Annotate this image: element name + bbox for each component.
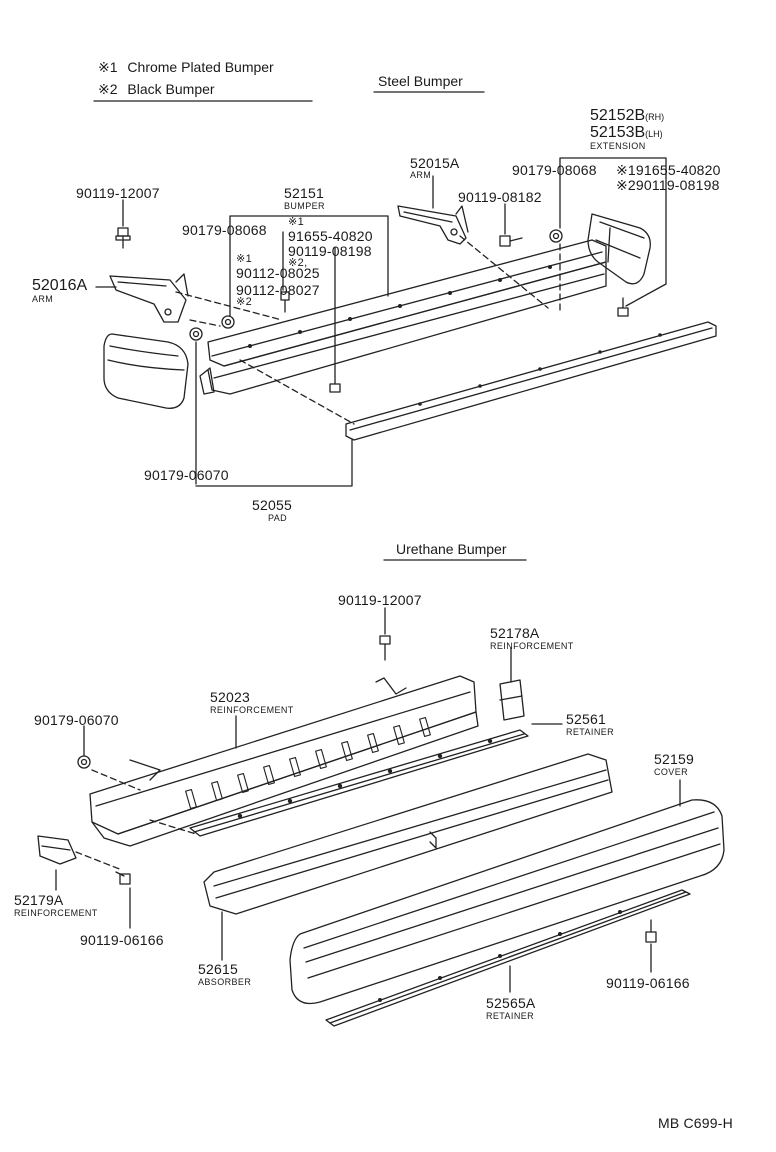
urethane-absorber-52615 (203, 753, 613, 915)
label-mark1b: ※1 (236, 253, 253, 265)
urethane-bumper-heading: Urethane Bumper (396, 541, 507, 557)
urethane-bolt-90119-12007 (379, 635, 391, 661)
steel-bolt-90119-12007 (115, 227, 131, 249)
label-90119-06166-right: 90119-06166 (606, 975, 690, 991)
label-90119-06166-left: 90119-06166 (80, 932, 164, 948)
legend-text-2: Black Bumper (127, 81, 215, 97)
steel-bumper-bar (199, 239, 607, 395)
label-52023: 52023 (210, 689, 250, 705)
label-91655-40820-b: ※191655-40820 (616, 162, 721, 178)
label-90179-08068-left: 90179-08068 (182, 222, 267, 238)
steel-pad (345, 321, 717, 441)
label-52615-name: ABSORBER (198, 977, 252, 987)
urethane-bolt-90119-06166-left (115, 871, 131, 885)
label-90119-08198: 90119-08198 (288, 243, 372, 259)
label-52016A: 52016A (32, 277, 88, 294)
steel-nut-left (189, 327, 203, 341)
steel-bolt-right (617, 297, 629, 317)
label-90112-08025: 90112-08025 (236, 265, 320, 281)
urethane-retainer-52565A (325, 889, 691, 1027)
label-extension-name: EXTENSION (590, 141, 646, 151)
label-52152B-number: 52152B (590, 107, 646, 124)
label-52561: 52561 (566, 711, 606, 727)
label-52153B-side: (LH) (645, 129, 663, 139)
label-90119-08182: 90119-08182 (458, 189, 542, 205)
legend-mark-2: ※2 (98, 81, 118, 97)
figure-code: MB C699-H (658, 1115, 733, 1131)
steel-nut-90179-08068-right (549, 229, 563, 243)
label-52015A: 52015A (410, 155, 460, 171)
label-52159-name: COVER (654, 767, 689, 777)
label-52015A-name: ARM (410, 170, 432, 180)
steel-bolt-90119-08182 (499, 235, 523, 247)
label-90119-08198-b: ※290119-08198 (616, 177, 720, 193)
legend-text-1: Chrome Plated Bumper (127, 59, 274, 75)
label-52178A-name: REINFORCEMENT (490, 641, 574, 651)
label-90119-12007-urethane: 90119-12007 (338, 592, 422, 608)
steel-bolt-90112 (280, 291, 290, 313)
label-52615: 52615 (198, 961, 238, 977)
label-52178A: 52178A (490, 625, 540, 641)
label-52159: 52159 (654, 751, 694, 767)
urethane-retainer-52561 (189, 729, 529, 837)
label-52153B: 52153B(LH) (590, 125, 663, 141)
label-52055: 52055 (252, 497, 292, 513)
label-52023-name: REINFORCEMENT (210, 705, 294, 715)
label-91655-40820: 91655-40820 (288, 228, 373, 244)
label-mark1a: ※1 (288, 216, 305, 228)
label-52179A: 52179A (14, 892, 64, 908)
label-52153B-number: 52153B (590, 124, 646, 141)
steel-bolt-91655 (329, 375, 341, 393)
legend-mark-1: ※1 (98, 59, 118, 75)
urethane-nut-90179-06070 (77, 755, 91, 769)
label-mark2a: ※2, (288, 257, 308, 269)
label-90179-06070-steel: 90179-06070 (144, 467, 229, 483)
label-52016A-name: ARM (32, 294, 54, 304)
legend-item-black: ※2 Black Bumper (98, 82, 215, 96)
label-52152B: 52152B(RH) (590, 108, 664, 124)
urethane-leader-lines (55, 607, 681, 993)
label-52565A: 52565A (486, 995, 536, 1011)
legend-item-chrome: ※1 Chrome Plated Bumper (98, 60, 274, 74)
steel-dashed-lines (175, 235, 561, 425)
label-90112-08027: 90112-08027 (236, 282, 320, 298)
urethane-bolt-90119-06166-right (645, 919, 657, 943)
label-90179-08068-right: 90179-08068 (512, 162, 597, 178)
label-52055-name: PAD (268, 513, 288, 523)
label-52151-name: BUMPER (284, 201, 325, 211)
urethane-dashed-lines (75, 769, 197, 871)
label-52561-name: RETAINER (566, 727, 615, 737)
urethane-reinforcement-52178A (499, 679, 525, 721)
label-52179A-name: REINFORCEMENT (14, 908, 98, 918)
steel-bumper-heading: Steel Bumper (378, 73, 463, 89)
label-52565A-name: RETAINER (486, 1011, 535, 1021)
steel-arm-left (109, 273, 189, 323)
steel-corner-cap (103, 333, 189, 409)
steel-nut-90179-08068-left (221, 315, 235, 329)
steel-arm-right (397, 205, 469, 245)
urethane-reinforcement-52179A (37, 835, 77, 865)
label-mark2b: ※2 (236, 296, 253, 308)
steel-leader-lines (95, 157, 667, 487)
label-90119-12007-steel: 90119-12007 (76, 185, 160, 201)
label-90179-06070-urethane: 90179-06070 (34, 712, 119, 728)
steel-extension (587, 213, 651, 285)
label-52152B-side: (RH) (645, 112, 665, 122)
label-52151: 52151 (284, 185, 324, 201)
urethane-reinforcement-52023 (89, 675, 479, 847)
urethane-cover-52159 (289, 799, 725, 1005)
